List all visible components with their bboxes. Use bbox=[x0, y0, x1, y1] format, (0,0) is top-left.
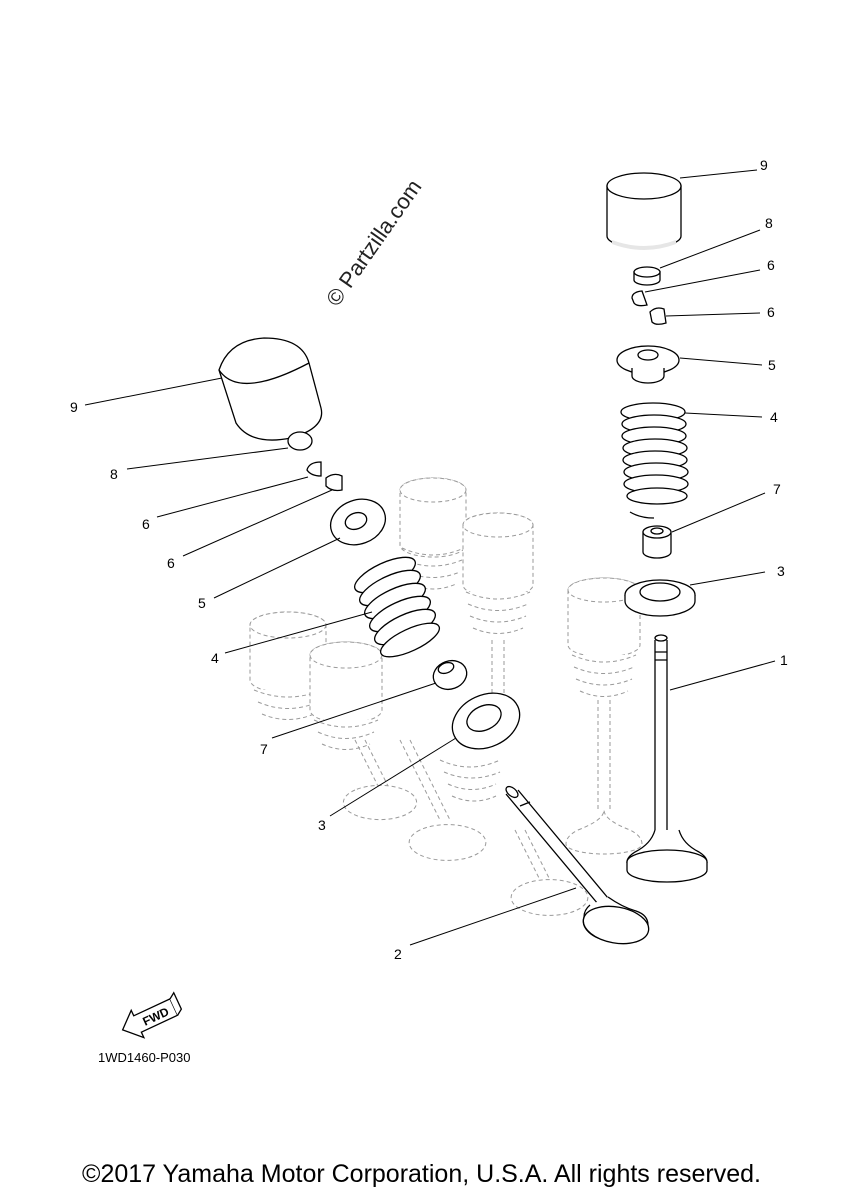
right-valve-stack bbox=[606, 172, 708, 883]
left-valve-stack bbox=[218, 337, 650, 945]
callout-4-right: 4 bbox=[770, 409, 778, 425]
callout-3-right: 3 bbox=[777, 563, 785, 579]
callout-9-left: 9 bbox=[70, 399, 78, 415]
callout-6-left-2: 6 bbox=[167, 555, 175, 571]
ghost-valve-assemblies bbox=[249, 477, 643, 916]
spring-seat-left bbox=[451, 692, 521, 750]
callout-6-left-1: 6 bbox=[142, 516, 150, 532]
callout-7-right: 7 bbox=[773, 481, 781, 497]
stem-seal-right bbox=[642, 525, 672, 559]
valve-pad-left bbox=[287, 431, 313, 451]
valve-cotter-right-1 bbox=[631, 290, 648, 307]
copyright-notice: ©2017 Yamaha Motor Corporation, U.S.A. A… bbox=[82, 1160, 761, 1188]
callout-8-right: 8 bbox=[765, 215, 773, 231]
leader-lines bbox=[84, 169, 776, 946]
callout-8-left: 8 bbox=[110, 466, 118, 482]
diagram-code: 1WD1460-P030 bbox=[98, 1050, 191, 1065]
valve-spring-right bbox=[620, 402, 689, 519]
valve-spring-left bbox=[354, 556, 441, 658]
callout-9-right: 9 bbox=[760, 157, 768, 173]
callout-5-right: 5 bbox=[768, 357, 776, 373]
valve-cotter-right-2 bbox=[649, 307, 667, 325]
intake-valve bbox=[626, 634, 708, 883]
callout-6-right-1: 6 bbox=[767, 257, 775, 273]
spring-retainer-right bbox=[616, 345, 680, 384]
callout-4-left: 4 bbox=[211, 650, 219, 666]
callout-3-left: 3 bbox=[318, 817, 326, 833]
spring-seat-right bbox=[624, 579, 696, 617]
callout-numbers: 9 8 6 6 5 4 7 3 1 9 8 6 6 5 4 7 3 2 bbox=[70, 157, 788, 962]
callout-6-right-2: 6 bbox=[767, 304, 775, 320]
callout-2: 2 bbox=[394, 946, 402, 962]
stem-seal-left bbox=[432, 659, 468, 691]
exhaust-valve bbox=[505, 785, 650, 945]
valve-pad-right bbox=[633, 266, 661, 286]
callout-7-left: 7 bbox=[260, 741, 268, 757]
valve-lifter-right bbox=[606, 172, 682, 250]
spring-retainer-left bbox=[329, 498, 387, 546]
valve-cotter-left-2 bbox=[325, 473, 343, 492]
callout-5-left: 5 bbox=[198, 595, 206, 611]
fwd-arrow-icon: FWD bbox=[121, 991, 183, 1039]
callout-1: 1 bbox=[780, 652, 788, 668]
valve-cotter-left-1 bbox=[306, 461, 322, 477]
valve-lifter-left bbox=[218, 337, 323, 441]
